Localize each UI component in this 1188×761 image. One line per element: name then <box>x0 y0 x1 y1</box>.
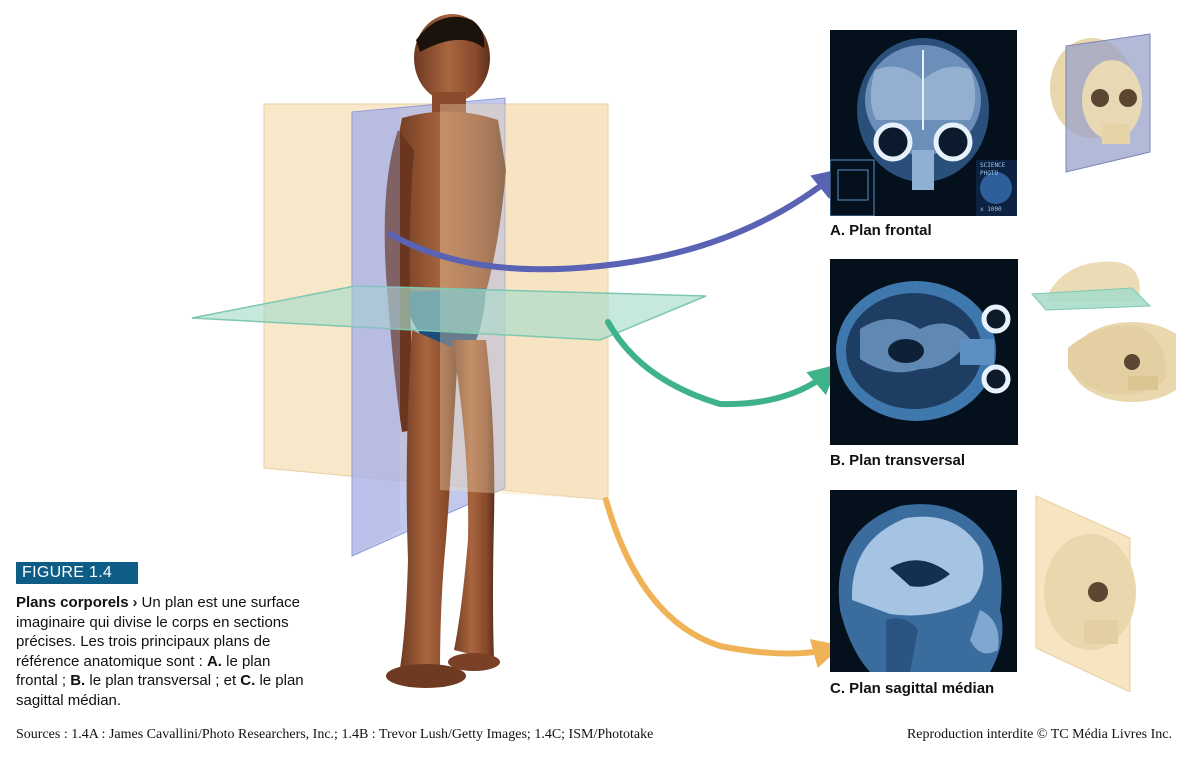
figure-text-a: le plan frontal ; <box>16 652 271 690</box>
arrow-transversal <box>605 319 839 408</box>
figure-text-intro: Un plan est une surface imaginaire qui d… <box>16 594 300 670</box>
mri-overlay-text-1: SCIENCE <box>980 162 1006 169</box>
mri-overlay-text-2: PHOTO <box>980 170 999 177</box>
arrow-sagittal <box>603 497 843 668</box>
plane-arrows <box>387 168 843 668</box>
copyright-notice: Reproduction interdite © TC Média Livres… <box>906 727 1172 742</box>
figure-title: Plans corporels <box>16 594 129 611</box>
figure-caption: Plans corporels›Un plan est une surface … <box>16 593 316 710</box>
arrow-frontal <box>387 168 843 273</box>
transverse-plane <box>191 285 707 341</box>
figure-label-a: A. <box>206 652 222 670</box>
skull-sagittal-plane <box>1035 495 1136 692</box>
mri-frontal-image: SCIENCE PHOTO x 1000 <box>830 30 1017 216</box>
caption-frontal: A. Plan frontal <box>830 222 932 239</box>
sources-credit: Sources : 1.4A : James Cavallini/Photo R… <box>16 727 654 742</box>
mri-frontal-scan <box>830 38 1017 216</box>
skull-frontal-plane <box>1050 33 1151 173</box>
caption-transversal: B. Plan transversal <box>830 452 966 469</box>
mri-overlay-text-3: x 1000 <box>980 206 1002 213</box>
figure-badge: FIGURE 1.4 <box>16 562 138 584</box>
mri-transversal-image <box>830 259 1018 445</box>
mri-sagittal-image <box>830 490 1017 672</box>
figure-text-c: le plan sagittal médian. <box>16 672 304 709</box>
caption-sagittal: C. Plan sagittal médian <box>830 680 995 697</box>
skull-transverse-plane <box>1030 261 1176 402</box>
mri-transversal-scan <box>836 281 1011 421</box>
figure-text-b: le plan transversal ; et <box>85 672 241 689</box>
figure-label-c: C. <box>240 672 256 689</box>
mri-sagittal-scan <box>838 504 1003 672</box>
chevron-right-icon: › <box>132 594 138 611</box>
figure-label-b: B. <box>70 672 86 689</box>
